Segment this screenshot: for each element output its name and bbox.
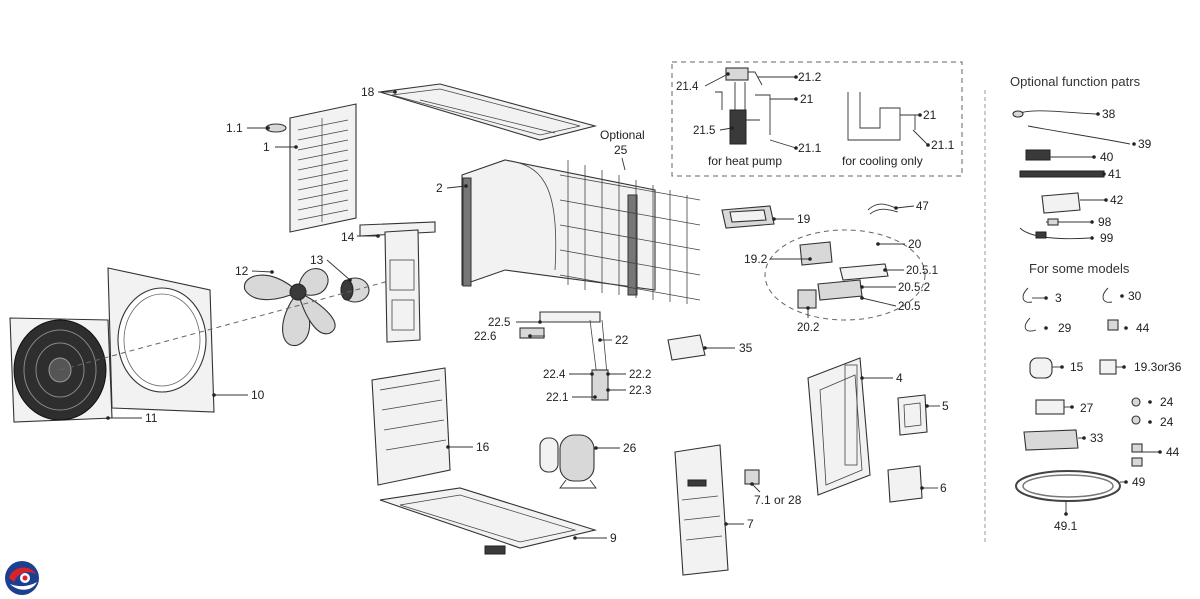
part-handle	[897, 394, 928, 436]
callout-21-5: 21.5	[693, 125, 715, 137]
part-front-panel	[107, 267, 215, 413]
callout-labels: 1.1 1 18 2 14 12 13 10 11 16 9 26 22 22.…	[145, 70, 955, 545]
part-7-1	[744, 469, 760, 485]
callout-1-1: 1.1	[226, 121, 243, 135]
callout-5: 5	[942, 399, 949, 413]
callout-16: 16	[476, 440, 490, 454]
callout-19-2: 19.2	[744, 252, 768, 266]
sidebar-item-41: 41	[1108, 167, 1122, 181]
optional-function-parts-title: Optional function patrs	[1010, 74, 1141, 89]
callout-9: 9	[610, 531, 617, 545]
callout-10: 10	[251, 388, 265, 402]
sidebar-item-44a: 44	[1136, 321, 1150, 335]
part-valve-assembly	[519, 311, 609, 401]
callout-6: 6	[940, 481, 947, 495]
optional-label: Optional	[600, 128, 645, 142]
part-6	[887, 465, 923, 503]
part-top-cover	[379, 83, 598, 141]
sidebar-item-29: 29	[1058, 321, 1072, 335]
part-right-side-panel	[807, 357, 871, 496]
callout-14: 14	[341, 230, 355, 244]
callout-26: 26	[623, 441, 637, 455]
sidebar-item-40: 40	[1100, 150, 1114, 164]
callout-21-1-cool: 21.1	[931, 138, 955, 152]
callout-22-4: 22.4	[543, 369, 566, 381]
sidebar-item-24a: 24	[1160, 395, 1174, 409]
callout-20: 20	[908, 237, 922, 251]
callout-21-cool: 21	[923, 108, 937, 122]
callout-7: 7	[747, 517, 754, 531]
callout-2: 2	[436, 181, 443, 195]
part-protective-net	[559, 160, 701, 304]
part-side-grille	[289, 103, 357, 233]
sidebar-item-44b: 44	[1166, 445, 1180, 459]
part-valve-cover	[674, 444, 729, 576]
sidebar-item-49: 49	[1132, 475, 1146, 489]
callout-20-5-2: 20.5.2	[898, 282, 930, 294]
callout-22-6: 22.6	[474, 331, 496, 343]
callout-20-5-1: 20.5.1	[906, 265, 938, 277]
cooling-only-label: for cooling only	[842, 154, 923, 168]
part-20-group	[797, 241, 889, 309]
part-electric-box	[721, 205, 775, 229]
callout-22-1: 22.1	[546, 392, 568, 404]
callout-25: 25	[614, 143, 628, 157]
leader-lines	[106, 72, 940, 540]
sidebar-item-39: 39	[1138, 137, 1152, 151]
part-base-pan	[379, 487, 598, 555]
sidebar-parts: 38 39 40 41 42 98 99 3 30 29 44	[1012, 107, 1182, 533]
callout-22: 22	[615, 333, 629, 347]
sidebar-item-27: 27	[1080, 401, 1094, 415]
part-fan-blade	[243, 268, 336, 347]
callout-12: 12	[235, 264, 249, 278]
callout-1: 1	[263, 140, 270, 154]
callout-21-1-heat: 21.1	[798, 141, 822, 155]
callout-4: 4	[896, 371, 903, 385]
part-four-way-valve	[715, 67, 771, 145]
part-partition-board	[371, 367, 451, 486]
part-47	[867, 203, 899, 215]
sidebar-item-99: 99	[1100, 231, 1114, 245]
callout-35: 35	[739, 341, 753, 355]
callout-21-2: 21.2	[798, 70, 822, 84]
callout-11: 11	[145, 411, 158, 425]
sidebar-item-98: 98	[1098, 215, 1112, 229]
brand-logo	[5, 561, 39, 595]
callout-21-4: 21.4	[676, 81, 699, 93]
for-some-models-title: For some models	[1029, 261, 1130, 276]
sidebar-item-33: 33	[1090, 431, 1104, 445]
sidebar-item-15: 15	[1070, 360, 1084, 374]
heat-pump-label: for heat pump	[708, 154, 782, 168]
sidebar-item-49-1: 49.1	[1054, 519, 1078, 533]
callout-22-3: 22.3	[629, 385, 651, 397]
callout-21-heat: 21	[800, 92, 814, 106]
sidebar-item-42: 42	[1110, 193, 1124, 207]
sidebar-item-3: 3	[1055, 291, 1062, 305]
sidebar-item-30: 30	[1128, 289, 1142, 303]
sidebar-item-38: 38	[1102, 107, 1116, 121]
sidebar-item-24b: 24	[1160, 415, 1174, 429]
part-35	[667, 334, 706, 361]
part-cooling-tube	[847, 92, 916, 141]
part-compressor	[539, 434, 597, 489]
part-condenser-coil	[461, 159, 656, 296]
callout-20-2: 20.2	[797, 322, 819, 334]
callout-18: 18	[361, 85, 375, 99]
callout-20-5: 20.5	[898, 301, 920, 313]
callout-22-5: 22.5	[488, 317, 510, 329]
callout-47: 47	[916, 201, 929, 213]
part-fan-motor	[340, 277, 370, 303]
callout-7-1-or-28: 7.1 or 28	[754, 493, 802, 507]
part-motor-bracket	[359, 221, 436, 343]
callout-22-2: 22.2	[629, 369, 651, 381]
callout-19: 19	[797, 212, 811, 226]
sidebar-item-19-3-or-36: 19.3or36	[1134, 360, 1182, 374]
callout-13: 13	[310, 253, 324, 267]
